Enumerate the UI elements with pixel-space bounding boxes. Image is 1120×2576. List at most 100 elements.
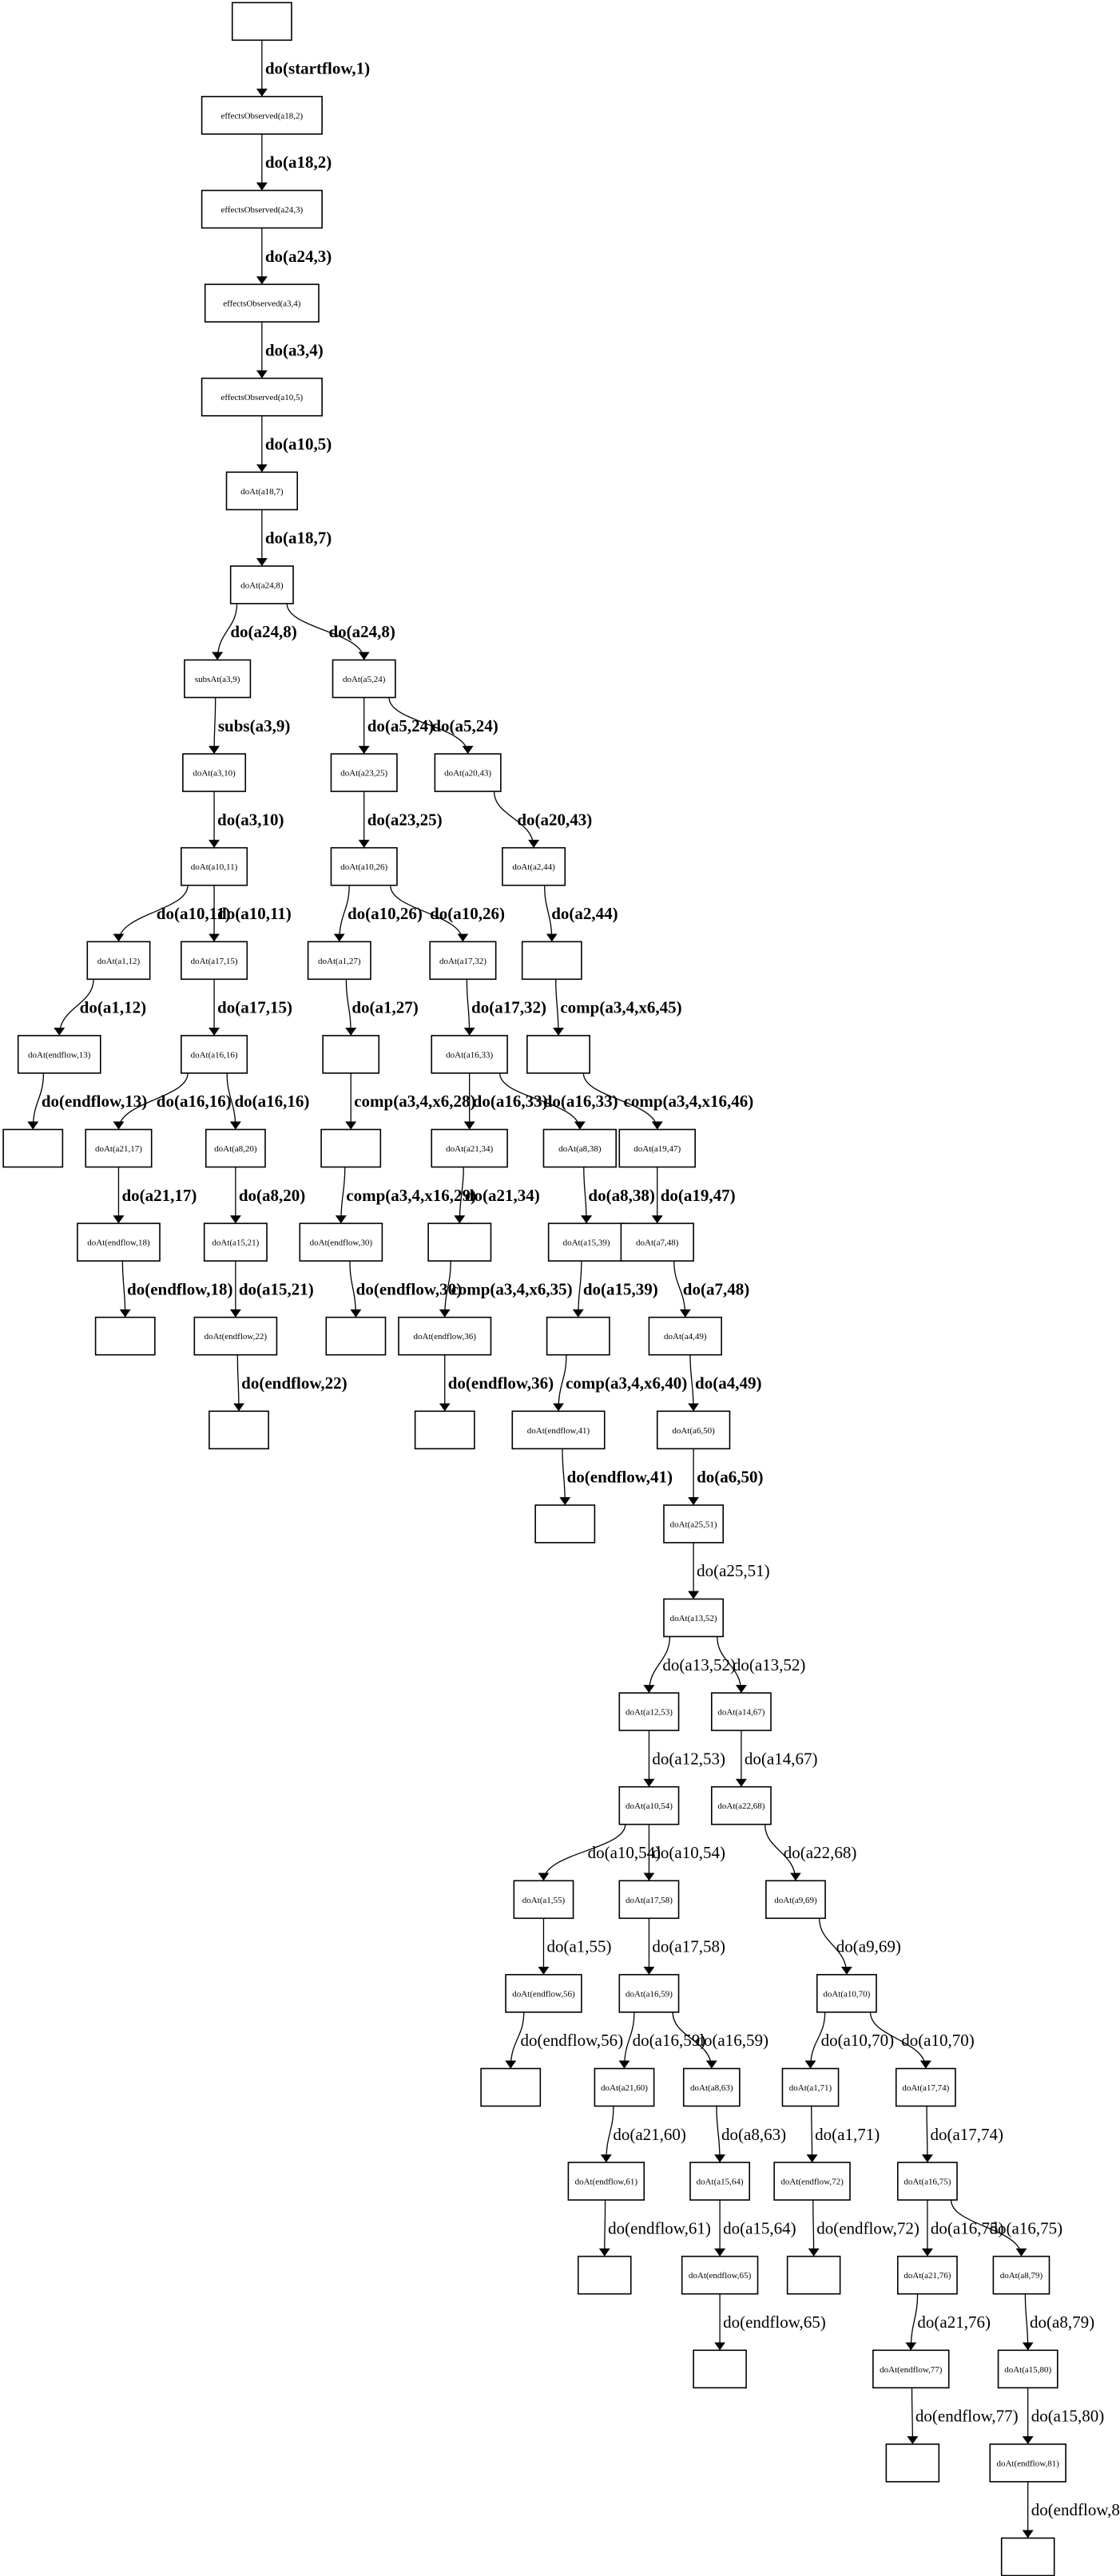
node-label: doAt(endflow,22) [205, 1332, 268, 1342]
node-box [693, 2349, 747, 2389]
node-box [816, 1974, 877, 2013]
edge: do(a24,8) [286, 603, 395, 660]
edge: do(a20,43) [493, 791, 592, 848]
state-node: doAt(a16,59) [618, 1974, 680, 2013]
edge: do(a12,53) [643, 1730, 725, 1787]
edge-label: do(endflow,22) [241, 1373, 347, 1393]
edge: do(a10,70) [804, 2011, 894, 2069]
node-label: doAt(a16,59) [626, 1989, 673, 1999]
edge-label: do(a4,49) [695, 1373, 761, 1393]
node-label: doAt(a23,25) [340, 769, 387, 779]
node-box [203, 1223, 268, 1262]
node-box [663, 1598, 725, 1638]
state-node: doAt(a16,75) [896, 2162, 958, 2201]
edge-label: do(a1,55) [546, 1937, 611, 1956]
node-label: effectsObserved(a3,4) [223, 299, 301, 309]
edge-label: do(a10,54) [588, 1843, 661, 1862]
edge: do(endflow,18) [119, 1261, 232, 1318]
edge-label: do(a19,47) [661, 1186, 736, 1205]
state-node: doAt(a24,8) [229, 565, 294, 604]
node-box [513, 1880, 574, 1920]
state-node: doAt(a18,7) [225, 471, 298, 511]
node-label: doAt(a15,80) [1004, 2365, 1051, 2375]
state-node: doAt(a17,74) [895, 2067, 956, 2107]
node-label: doAt(a8,79) [1000, 2271, 1043, 2281]
node-box [681, 2255, 759, 2295]
node-box [181, 941, 248, 981]
edge-label: do(a10,26) [348, 904, 423, 923]
empty-state-node [427, 1223, 492, 1262]
edge: do(a21,34) [454, 1167, 540, 1224]
state-node: doAt(a21,60) [594, 2067, 655, 2107]
state-node: doAt(a5,24) [332, 659, 396, 699]
edge-label: do(a3,10) [217, 810, 284, 829]
state-node: doAt(a17,32) [429, 941, 497, 981]
edge-label: comp(a3,4,x6,40) [566, 1373, 687, 1393]
edge: do(a15,64) [714, 2200, 796, 2257]
state-node: doAt(a10,70) [816, 1974, 877, 2013]
edge: do(a1,55) [538, 1918, 612, 1975]
edge: comp(a3,4,x16,46) [582, 1072, 753, 1130]
state-node: doAt(endflow,18) [77, 1223, 161, 1262]
node-box [182, 753, 247, 792]
edge: do(a18,2) [256, 133, 332, 191]
edge-label: do(endflow,18) [127, 1279, 232, 1298]
node-box [765, 1880, 826, 1920]
edge-arrow [505, 2011, 525, 2069]
edge: do(a3,4) [256, 322, 324, 378]
node-box [204, 283, 320, 323]
state-node: doAt(a9,69) [765, 1880, 826, 1920]
edge-arrow [869, 2011, 931, 2069]
node-label: doAt(a1,55) [522, 1896, 566, 1905]
edge: do(a24,3) [256, 228, 332, 285]
state-node: doAt(a17,58) [618, 1880, 680, 1920]
edge-label: do(a16,33) [473, 1092, 548, 1111]
edge-arrow [212, 603, 238, 660]
edge-arrow [286, 603, 370, 660]
edge: do(a19,47) [651, 1167, 736, 1224]
edge: comp(a3,4,x6,40) [553, 1354, 687, 1412]
edge-arrow [226, 1072, 241, 1130]
edge-arrow [113, 885, 189, 942]
edge: do(a1,12) [54, 979, 146, 1036]
edge: do(a4,49) [688, 1354, 761, 1412]
node-label: doAt(endflow,61) [575, 2178, 638, 2187]
edge-label: do(startflow,1) [265, 59, 370, 78]
node-box [534, 1504, 596, 1544]
edge-label: do(endflow,81) [1031, 2500, 1120, 2519]
node-label: doAt(a13,52) [670, 1614, 717, 1623]
node-label: doAt(a15,64) [697, 2178, 744, 2187]
node-label: doAt(a24,8) [240, 581, 284, 590]
edge-arrow [804, 2011, 826, 2069]
edge: do(a10,54) [643, 1824, 725, 1881]
node-box [320, 1128, 382, 1168]
edge: do(endflow,72) [808, 2200, 919, 2257]
edge: do(a5,24) [388, 697, 498, 755]
empty-state-node [1000, 2537, 1055, 2576]
node-box [689, 2162, 751, 2201]
node-label: doAt(endflow,13) [28, 1050, 91, 1060]
node-box [663, 1504, 725, 1544]
edge-label: do(a1,12) [80, 998, 146, 1017]
node-label: doAt(a16,75) [904, 2178, 951, 2187]
edge-label: do(a17,32) [471, 998, 546, 1017]
node-label: effectsObserved(a10,5) [220, 393, 303, 402]
node-label: doAt(a10,11) [191, 862, 238, 872]
node-box [398, 1316, 492, 1356]
edge-arrow [553, 1354, 567, 1412]
state-node: doAt(a14,67) [710, 1692, 772, 1731]
state-node: doAt(a22,68) [710, 1785, 772, 1825]
edge-label: comp(a3,4,x6,45) [560, 998, 681, 1017]
edge-label: do(a5,24) [367, 716, 434, 735]
empty-state-node [577, 2255, 632, 2295]
node-box [307, 941, 371, 981]
edge: do(a9,69) [818, 1918, 901, 1975]
edge-label: do(a16,75) [990, 2218, 1063, 2237]
edge-label: do(endflow,77) [915, 2407, 1019, 2426]
edge-label: do(endflow,13) [42, 1092, 147, 1111]
edge: do(startflow,1) [256, 40, 370, 97]
empty-state-node [885, 2443, 940, 2483]
node-box [618, 1974, 680, 2013]
node-label: doAt(a18,7) [240, 487, 284, 497]
